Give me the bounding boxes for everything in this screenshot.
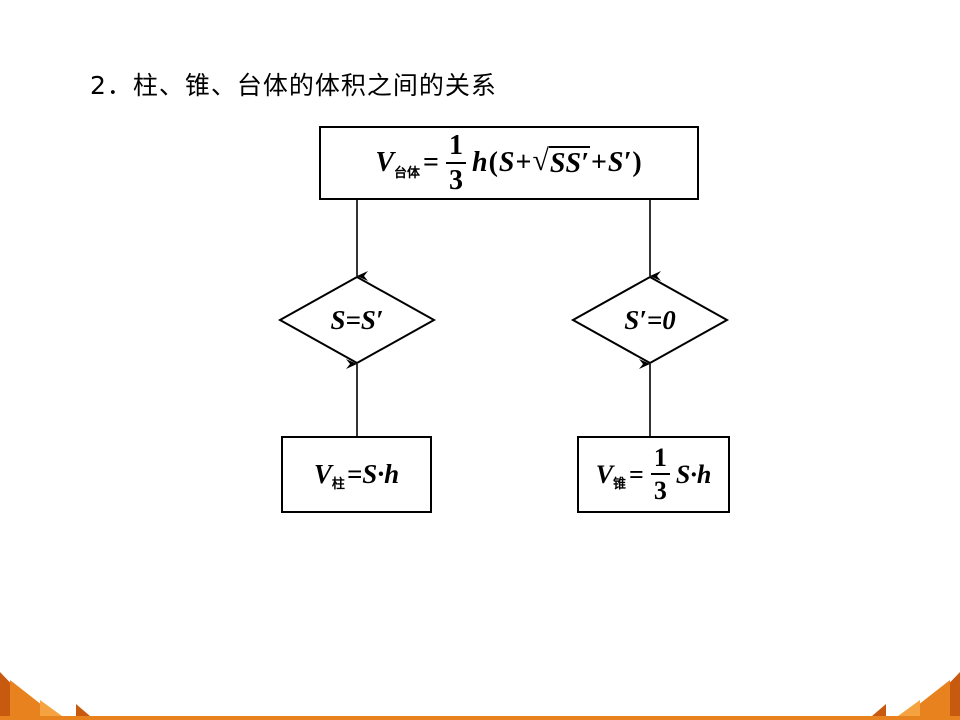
square-root: √SS′ — [532, 144, 590, 179]
section-heading: 2．柱、锥、台体的体积之间的关系 — [90, 71, 497, 100]
left-condition-text: S=S′ — [330, 304, 384, 335]
frustum-volume-box — [319, 126, 699, 200]
left-condition-diamond — [277, 275, 437, 365]
right-condition-diamond — [570, 275, 730, 365]
right-condition-text: S′=0 — [624, 304, 676, 335]
one-third-fraction: 1 3 — [650, 445, 670, 504]
one-third-fraction: 1 3 — [445, 131, 466, 195]
